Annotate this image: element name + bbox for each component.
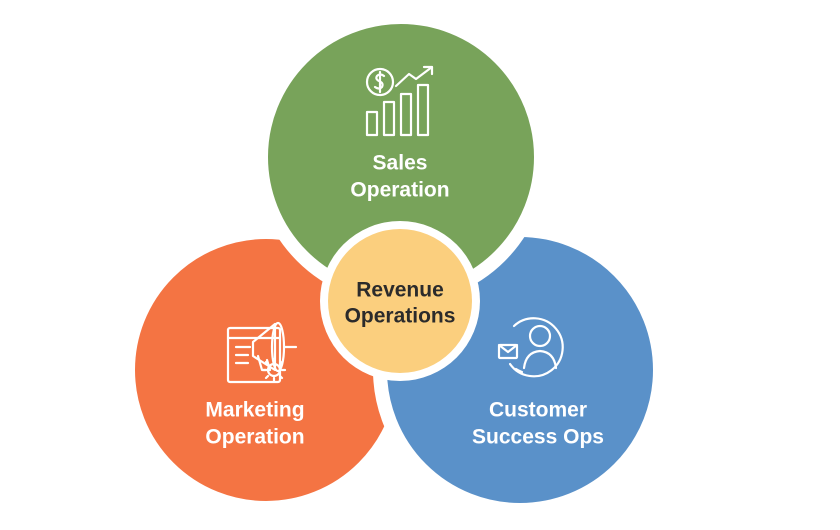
customer-label-line2: Success Ops [472,426,604,449]
sales-label-line1: Sales [373,152,428,175]
marketing-label-line2: Operation [205,426,304,449]
marketing-label-line1: Marketing [205,399,304,422]
sales-label-line2: Operation [350,179,449,202]
revenue-label-line1: Revenue [356,279,444,302]
dollar-growth-chart-icon [365,65,434,137]
megaphone-gear-icon [226,321,298,384]
customer-profile-icon [497,317,564,378]
revenue-operations-node [320,221,480,381]
customer-label-line1: Customer [489,399,587,422]
revenue-label-line2: Operations [345,305,456,328]
revenue-circle-fill [328,229,472,373]
